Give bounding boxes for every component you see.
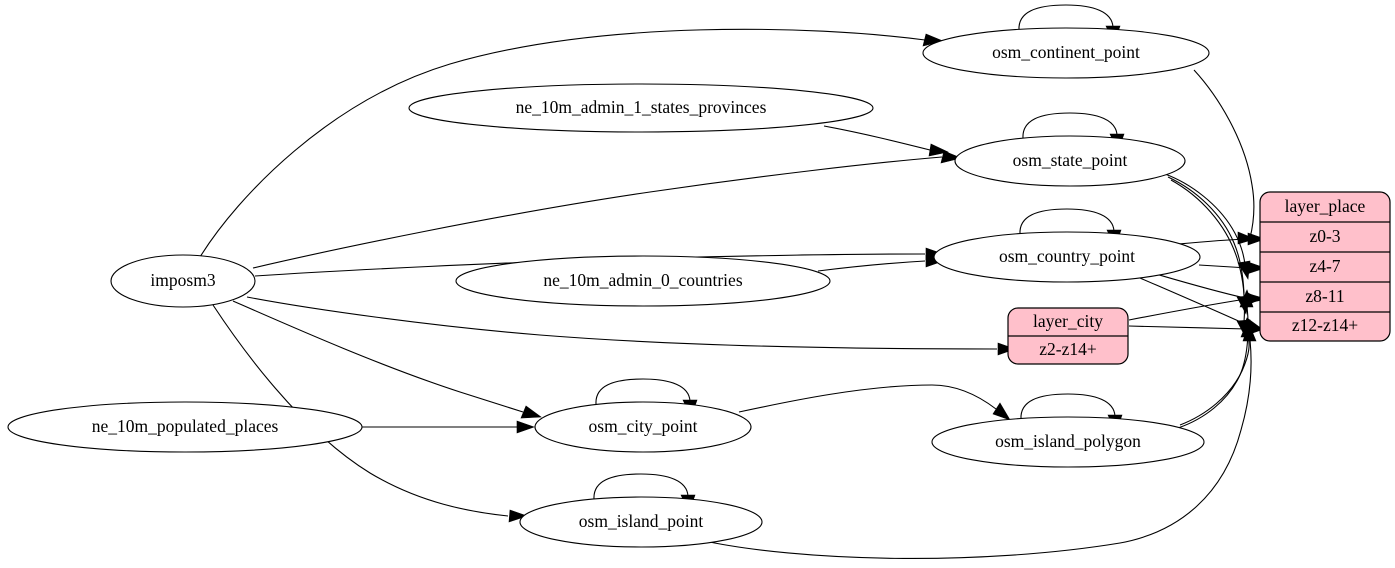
edge-osm-island-polygon-to-layer-place-z8-11 <box>1177 305 1249 429</box>
arrowhead-icon <box>992 402 1011 421</box>
arrowhead-icon <box>1242 323 1257 342</box>
edge-osm-country-point-to-layer-place-z4-7 <box>1198 264 1249 269</box>
node-osm-country-point[interactable]: osm_country_point <box>933 231 1201 283</box>
edge-imposm3-to-osm-state-point <box>252 156 943 269</box>
edge-self-loop-osm-country-point <box>1019 208 1115 235</box>
edge-osm-city-point-to-osm-island-polygon <box>738 384 997 413</box>
node-ellipse-ne-10m-admin-0-countries[interactable] <box>455 255 831 307</box>
record-box-layer-place[interactable] <box>1259 191 1391 342</box>
arrowhead-icon <box>516 420 535 434</box>
edge-self-loop-osm-city-point <box>595 378 691 405</box>
edge-osm-island-polygon-to-layer-place-z12-z14 <box>1179 335 1250 426</box>
node-ellipse-osm-state-point[interactable] <box>954 135 1186 187</box>
edge-ne-admin1-to-osm-state-point <box>823 125 931 151</box>
record-node-layer-city[interactable]: layer_city z2-z14+ <box>1007 307 1129 365</box>
arrowhead-icon <box>1247 232 1266 246</box>
node-ellipse-osm-city-point[interactable] <box>534 401 752 453</box>
nodes-group: imposm3 ne_10m_populated_places ne_10m_a… <box>7 27 1210 548</box>
edge-ne-admin0-to-osm-country-point <box>817 260 926 272</box>
node-ne-10m-populated-places[interactable]: ne_10m_populated_places <box>7 401 363 453</box>
edge-osm-state-point-to-layer-place-z8-11 <box>1167 176 1245 299</box>
node-osm-city-point[interactable]: osm_city_point <box>534 401 752 453</box>
edge-self-loop-osm-state-point <box>1022 112 1118 139</box>
edge-osm-island-point-to-layer-place-z12-z14 <box>699 339 1252 560</box>
node-ellipse-osm-country-point[interactable] <box>933 231 1201 283</box>
edge-self-loop-osm-island-point <box>593 473 689 500</box>
edge-osm-state-point-to-layer-place-z4-7 <box>1164 173 1246 266</box>
node-imposm3[interactable]: imposm3 <box>110 254 256 308</box>
arrowhead-icon <box>1239 289 1254 308</box>
edge-self-loop-osm-continent-point <box>1018 4 1114 31</box>
edge-layer-city-to-layer-place-z8-11 <box>1128 298 1247 321</box>
node-ellipse-osm-continent-point[interactable] <box>922 27 1210 79</box>
node-ne-10m-admin-1-states-provinces[interactable]: ne_10m_admin_1_states_provinces <box>408 83 874 133</box>
arrowhead-icon <box>997 342 1016 356</box>
arrowhead-icon <box>508 509 528 523</box>
arrowhead-icon <box>928 143 949 157</box>
node-ellipse-ne-10m-admin-1-states-provinces[interactable] <box>408 83 874 133</box>
edge-osm-country-point-to-layer-place-z8-11 <box>1155 273 1246 299</box>
node-ne-10m-admin-0-countries[interactable]: ne_10m_admin_0_countries <box>455 255 831 307</box>
arrowhead-icon <box>520 405 542 419</box>
node-ellipse-ne-10m-populated-places[interactable] <box>7 401 363 453</box>
edge-osm-continent-point-to-layer-place-z0-3 <box>1193 69 1255 239</box>
node-osm-continent-point[interactable]: osm_continent_point <box>922 27 1210 79</box>
node-ellipse-osm-island-polygon[interactable] <box>931 416 1205 468</box>
edge-imposm3-to-osm-continent-point <box>199 28 926 258</box>
edge-imposm3-to-osm-island-point <box>212 304 509 517</box>
node-osm-island-point[interactable]: osm_island_point <box>519 496 763 548</box>
record-node-layer-place[interactable]: layer_place z0-3 z4-7 z8-11 z12-z14+ <box>1259 191 1391 342</box>
edge-imposm3-to-layer-city <box>246 296 998 350</box>
edge-layer-city-to-layer-place-z12-z14 <box>1128 325 1248 330</box>
arrowhead-icon <box>940 150 962 164</box>
edge-self-loop-osm-island-polygon <box>1020 393 1116 420</box>
arrowhead-icon <box>1246 261 1266 275</box>
edge-osm-country-point-to-layer-place-z12-z14 <box>1139 277 1246 325</box>
node-ellipse-osm-island-point[interactable] <box>519 496 763 548</box>
edge-imposm3-to-osm-city-point <box>232 300 524 413</box>
node-osm-state-point[interactable]: osm_state_point <box>954 135 1186 187</box>
node-ellipse-imposm3[interactable] <box>110 254 256 308</box>
node-osm-island-polygon[interactable]: osm_island_polygon <box>931 416 1205 468</box>
